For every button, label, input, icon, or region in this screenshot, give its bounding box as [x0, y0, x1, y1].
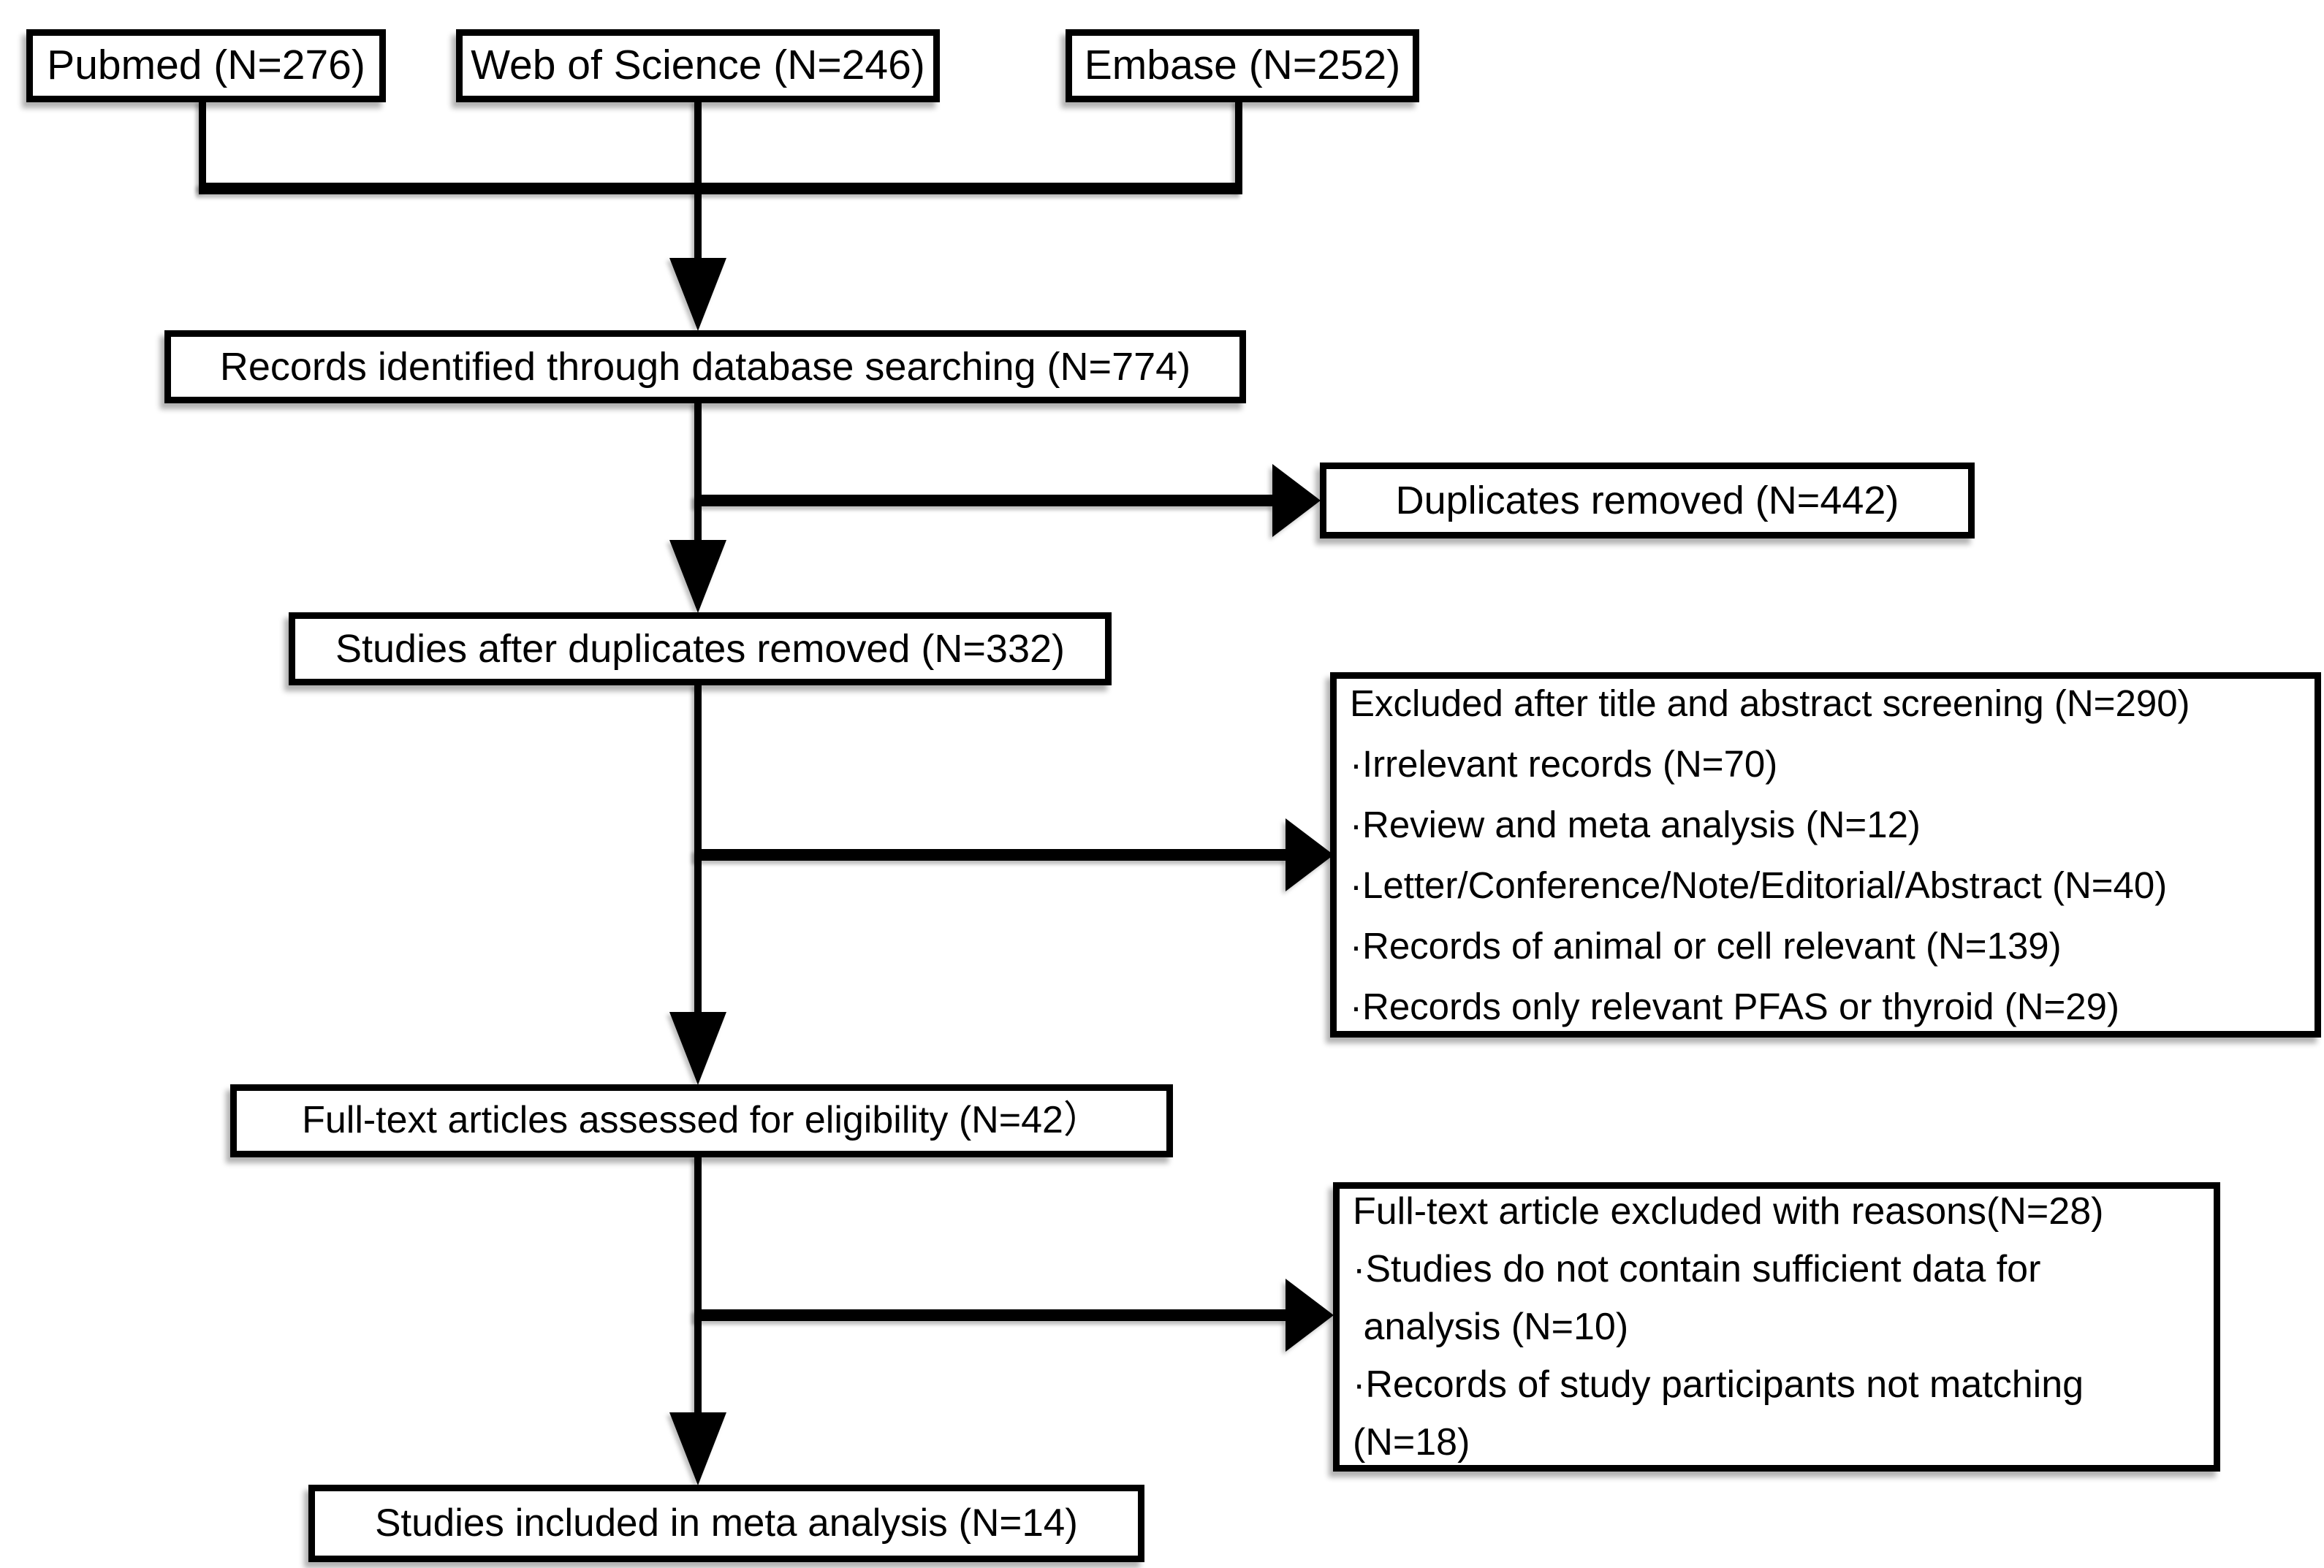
after-duplicates-box: Studies after duplicates removed (N=332)	[289, 612, 1112, 685]
included-box: Studies included in meta analysis (N=14)	[308, 1485, 1144, 1562]
arrowhead-into-fulltext	[669, 1012, 726, 1085]
records-identified-box: Records identified through database sear…	[164, 330, 1246, 403]
source-box-web-of-science-label: Web of Science (N=246)	[471, 42, 925, 89]
arrowhead-into-included	[669, 1412, 726, 1485]
screening-excluded-box: Excluded after title and abstract screen…	[1330, 672, 2321, 1038]
connector-sources-merge	[199, 183, 1242, 194]
after-duplicates-label: Studies after duplicates removed (N=332)	[335, 626, 1066, 671]
fulltext-excluded-reason: (N=18)	[1353, 1420, 1470, 1464]
screening-excluded-reason: ·Records of animal or cell relevant (N=1…	[1350, 925, 2062, 967]
fulltext-assessed-box: Full-text articles assessed for eligibil…	[230, 1084, 1173, 1157]
connector-branch-screening-excluded	[694, 849, 1288, 861]
source-box-pubmed-label: Pubmed (N=276)	[47, 42, 365, 89]
connector-branch-duplicates	[694, 495, 1275, 506]
duplicates-removed-box: Duplicates removed (N=442)	[1320, 463, 1975, 538]
fulltext-excluded-reason: ·Records of study participants not match…	[1353, 1363, 2084, 1406]
connector-embase-down	[1235, 99, 1242, 190]
screening-excluded-reason: ·Records only relevant PFAS or thyroid (…	[1350, 986, 2120, 1027]
connector-pubmed-down	[199, 99, 206, 190]
arrowhead-into-duplicates	[1272, 464, 1321, 537]
connector-merge-to-records	[694, 99, 702, 266]
duplicates-removed-label: Duplicates removed (N=442)	[1395, 478, 1899, 522]
connector-fulltext-to-included	[694, 1154, 702, 1416]
source-box-embase: Embase (N=252)	[1066, 29, 1419, 102]
fulltext-excluded-reason: ·Studies do not contain sufficient data …	[1353, 1247, 2041, 1290]
arrowhead-into-records	[669, 258, 726, 331]
arrowhead-into-fulltext-excluded	[1286, 1279, 1334, 1352]
source-box-embase-label: Embase (N=252)	[1084, 42, 1401, 89]
source-box-pubmed: Pubmed (N=276)	[26, 29, 386, 102]
fulltext-excluded-reason: analysis (N=10)	[1353, 1305, 1629, 1348]
fulltext-excluded-box: Full-text article excluded with reasons(…	[1333, 1182, 2220, 1472]
arrowhead-into-afterdup	[669, 540, 726, 613]
fulltext-excluded-title: Full-text article excluded with reasons(…	[1353, 1190, 2104, 1233]
connector-records-to-afterdup	[694, 400, 702, 547]
screening-excluded-reason: ·Irrelevant records (N=70)	[1350, 743, 1778, 785]
fulltext-assessed-label: Full-text articles assessed for eligibil…	[302, 1099, 1101, 1142]
connector-branch-fulltext-excluded	[694, 1309, 1288, 1321]
screening-excluded-reason: ·Review and meta analysis (N=12)	[1350, 804, 1921, 845]
arrowhead-into-screening-excluded	[1286, 818, 1334, 891]
source-box-web-of-science: Web of Science (N=246)	[456, 29, 940, 102]
screening-excluded-reason: ·Letter/Conference/Note/Editorial/Abstra…	[1350, 864, 2168, 906]
included-label: Studies included in meta analysis (N=14)	[375, 1501, 1078, 1545]
screening-excluded-title: Excluded after title and abstract screen…	[1350, 682, 2190, 724]
records-identified-label: Records identified through database sear…	[219, 344, 1191, 389]
